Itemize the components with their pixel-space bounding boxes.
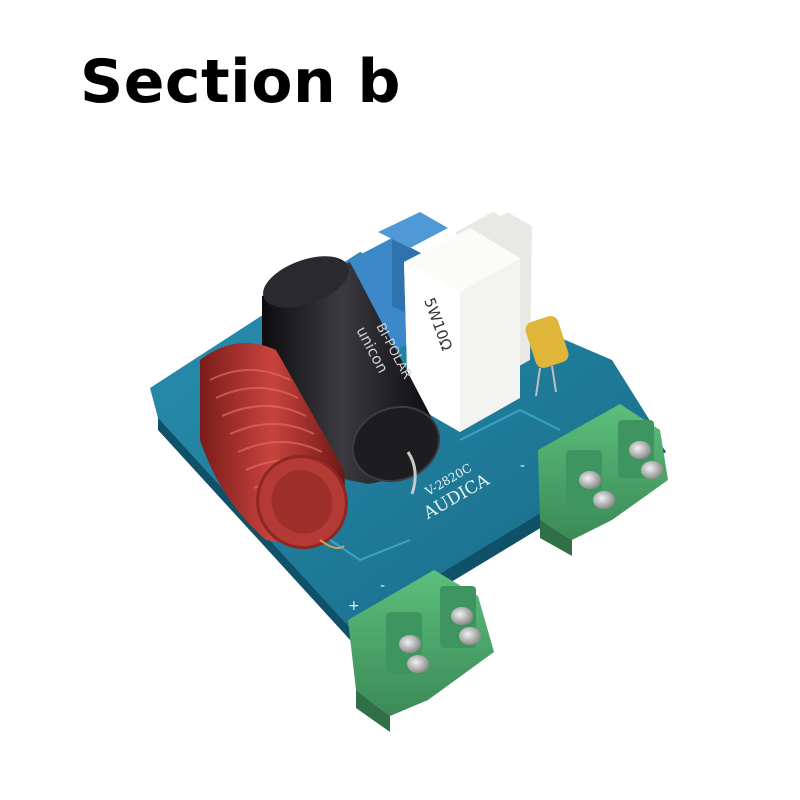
terminal-block-left [348, 570, 494, 732]
inductor-coil [200, 342, 348, 550]
terminal-block-right [538, 404, 668, 556]
page-title: Section b [80, 47, 401, 117]
polarity-minus-left: - [380, 578, 385, 594]
cement-resistor: 5W10Ω [404, 188, 532, 432]
ceramic-capacitor [525, 316, 569, 397]
polarity-plus-left: + [348, 598, 360, 614]
polarity-minus-right: - [520, 458, 525, 474]
